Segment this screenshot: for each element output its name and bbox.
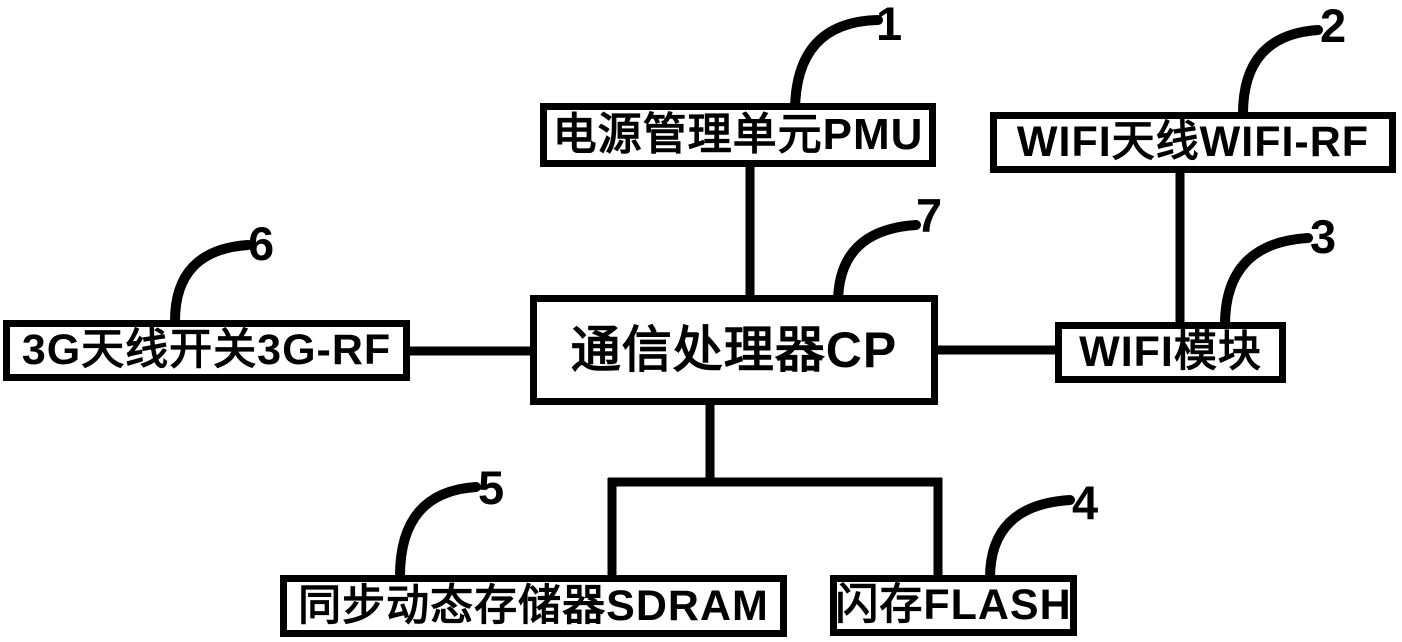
leader-4 xyxy=(985,495,1075,583)
block-pmu: 电源管理单元PMU xyxy=(540,103,936,167)
ref-number-3: 3 xyxy=(1310,210,1337,263)
ref-number-2: 2 xyxy=(1320,0,1347,52)
block-3g-rf-label: 3G天线开关3G-RF xyxy=(21,326,392,374)
block-3g-rf: 3G天线开关3G-RF xyxy=(3,320,410,381)
block-flash: 闪存FLASH xyxy=(830,575,1077,636)
block-pmu-label: 电源管理单元PMU xyxy=(552,110,924,159)
leader-1 xyxy=(790,15,883,117)
leader-3 xyxy=(1220,233,1313,330)
block-wifi-module-label: WIFI模块 xyxy=(1079,328,1262,376)
block-wifi-rf: WIFI天线WIFI-RF xyxy=(990,112,1396,173)
leader-7 xyxy=(833,220,921,308)
leader-6 xyxy=(170,240,253,326)
ref-number-6: 6 xyxy=(248,217,275,270)
ref-number-4: 4 xyxy=(1072,476,1099,529)
block-wifi-module: WIFI模块 xyxy=(1055,322,1286,383)
ref-number-7: 7 xyxy=(916,189,943,242)
block-flash-label: 闪存FLASH xyxy=(835,581,1072,629)
leader-2 xyxy=(1238,25,1323,119)
leader-5 xyxy=(395,482,481,581)
block-cp-label: 通信处理器CP xyxy=(570,322,898,378)
block-wifi-rf-label: WIFI天线WIFI-RF xyxy=(1016,118,1370,166)
ref-number-5: 5 xyxy=(478,461,505,514)
block-sdram-label: 同步动态存储器SDRAM xyxy=(298,581,769,630)
block-sdram: 同步动态存储器SDRAM xyxy=(280,575,787,637)
ref-number-1: 1 xyxy=(876,0,903,50)
block-cp: 通信处理器CP xyxy=(530,295,938,405)
